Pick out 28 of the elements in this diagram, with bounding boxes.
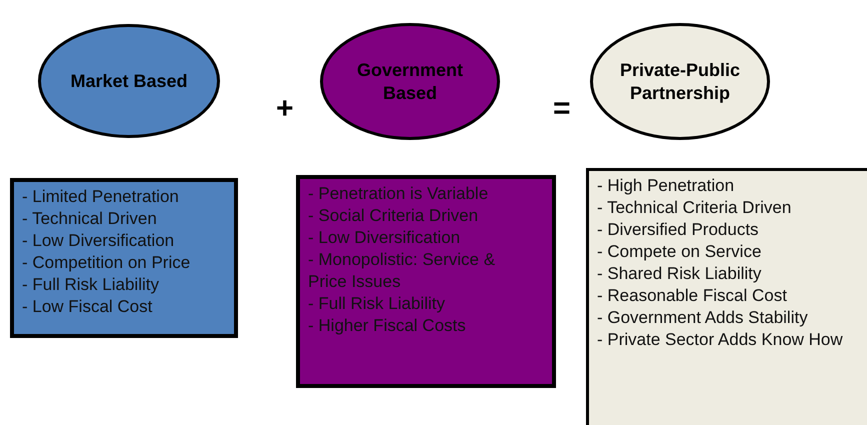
list-item: - Penetration is Variable bbox=[308, 183, 490, 205]
text-box bbox=[296, 175, 556, 388]
list-item: - Full Risk Liability bbox=[308, 293, 446, 315]
list-item: - Full Risk Liability bbox=[22, 274, 160, 296]
list-item: - Diversified Products bbox=[597, 219, 760, 241]
text-box bbox=[586, 168, 867, 425]
list-item: - Social Criteria Driven bbox=[308, 205, 480, 227]
list-item: - Technical Criteria Driven bbox=[597, 197, 792, 219]
list-item: - Monopolistic: Service & Price Issues bbox=[308, 249, 496, 293]
list-item: - Technical Driven bbox=[22, 208, 158, 230]
node-title: Private-Public Partnership bbox=[618, 58, 742, 104]
list-item: - Reasonable Fiscal Cost bbox=[597, 285, 788, 307]
list-item: - Private Sector Adds Know How bbox=[597, 329, 844, 351]
list-item: - Higher Fiscal Costs bbox=[308, 315, 467, 337]
node-title: Government Based bbox=[356, 58, 464, 104]
operator-sign: = bbox=[553, 92, 571, 126]
node-title: Market Based bbox=[69, 70, 189, 92]
list-item: - Limited Penetration bbox=[22, 186, 180, 208]
list-item: - Low Fiscal Cost bbox=[22, 296, 154, 318]
list-item: - Shared Risk Liability bbox=[597, 263, 762, 285]
list-item: - Low Diversification bbox=[22, 230, 176, 252]
list-item: - Government Adds Stability bbox=[597, 307, 809, 329]
operator-sign: + bbox=[276, 92, 294, 126]
list-item: - High Penetration bbox=[597, 175, 736, 197]
text-box bbox=[10, 178, 238, 338]
list-item: - Low Diversification bbox=[308, 227, 462, 249]
list-item: - Competition on Price bbox=[22, 252, 192, 274]
list-item: - Compete on Service bbox=[597, 241, 762, 263]
